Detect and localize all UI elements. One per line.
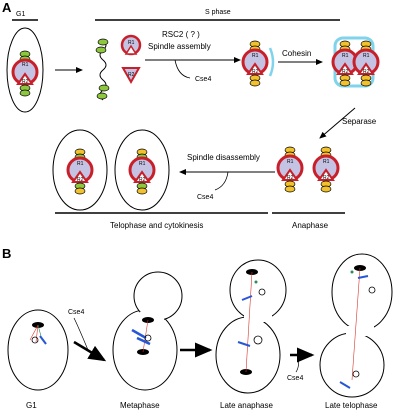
- cohesin-label: Cohesin: [282, 49, 311, 58]
- unwound-chromatin: [95, 38, 110, 101]
- cse4-label-top: Cse4: [195, 76, 211, 83]
- anaphase-plasmid-right: [312, 145, 340, 194]
- stage-late-anaphase: Late anaphase: [220, 401, 273, 410]
- free-r1-label: R1: [128, 40, 135, 46]
- ana-r2-right: R2: [323, 175, 330, 181]
- spindle-disassembly-label: Spindle disassembly: [187, 153, 260, 162]
- b-cse4-left-line: [73, 317, 89, 351]
- free-r1-piece: R1: [120, 34, 142, 56]
- cohesed-r1-left: R1: [342, 53, 349, 59]
- b-late-anaphase-cell: [215, 259, 287, 394]
- b-arrow-1: [73, 340, 107, 362]
- cohesed-sisters: [331, 36, 380, 88]
- g1-label: G1: [16, 11, 25, 18]
- cse4-branch-bottom: [214, 171, 229, 191]
- assembled-r2-label: R2: [252, 69, 259, 75]
- stage-g1: G1: [26, 401, 37, 410]
- b-cse4-right: Cse4: [287, 375, 303, 382]
- g1-r2-label: R2: [22, 79, 29, 85]
- s-phase-label: S phase: [205, 9, 231, 16]
- free-r2-label: R2: [128, 72, 135, 78]
- anaphase-plasmid-left: [276, 145, 304, 194]
- telophase-label: Telophase and cytokinesis: [110, 221, 203, 230]
- cse4-label-bottom: Cse4: [197, 194, 213, 201]
- assembled-r1-label: R1: [252, 53, 259, 59]
- panel-a-letter: A: [2, 0, 12, 15]
- g1-r1-label: R1: [22, 62, 29, 68]
- rsc2-label: RSC2 ( ? ): [162, 30, 200, 39]
- anaphase-label: Anaphase: [292, 221, 329, 230]
- arrow-separase: [319, 107, 356, 139]
- telo-r2-left: R2: [77, 177, 84, 183]
- b-g1-cell: [7, 309, 69, 391]
- separase-label: Separase: [342, 117, 377, 126]
- stage-metaphase: Metaphase: [120, 401, 160, 410]
- telo-r2-right: R2: [139, 177, 146, 183]
- ana-r2-left: R2: [287, 175, 294, 181]
- ana-r1-right: R1: [323, 159, 330, 165]
- telo-r1-right: R1: [139, 161, 146, 167]
- telo-r1-left: R1: [77, 161, 84, 167]
- cse4-branch-top: [174, 59, 191, 79]
- b-late-telophase-cell: [319, 253, 393, 398]
- assembled-plasmid: [241, 39, 269, 88]
- b-cse4-left: Cse4: [68, 309, 84, 316]
- free-r2-piece: R2: [121, 67, 141, 85]
- ana-r1-left: R1: [287, 159, 294, 165]
- panel-b-letter: B: [2, 246, 11, 261]
- cohesed-r2-right: R2: [363, 69, 370, 75]
- b-metaphase-cell: [112, 271, 183, 391]
- cohesed-r2-left: R2: [342, 69, 349, 75]
- stage-late-telophase: Late telophase: [325, 401, 378, 410]
- cohesed-r1-right: R1: [363, 53, 370, 59]
- spindle-assembly-label: Spindle assembly: [148, 42, 211, 51]
- b-cse4-right-line: [295, 354, 300, 373]
- cohesin-partial: [268, 47, 275, 77]
